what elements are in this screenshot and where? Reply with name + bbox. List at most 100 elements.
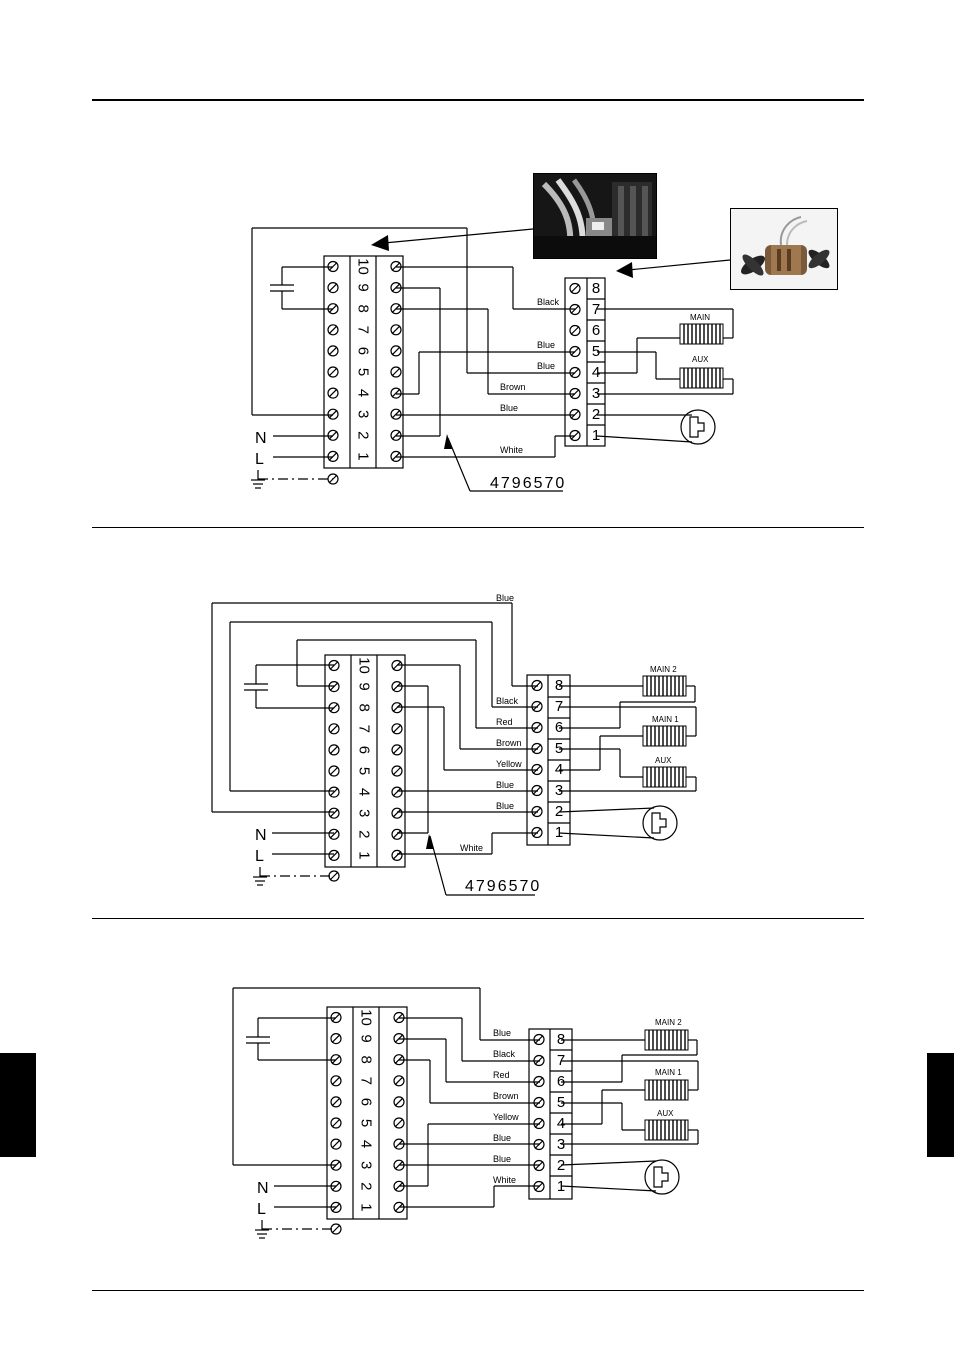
terminal-screw-slot [328, 388, 338, 398]
terminal-screw-slot [329, 808, 339, 818]
terminal-screw-slot [532, 702, 542, 711]
terminal-screw-icon [327, 345, 339, 357]
terminal-screw-icon [531, 784, 543, 797]
terminal-screw-icon [393, 1011, 405, 1024]
terminal-screw-icon [330, 1223, 342, 1235]
terminal-screw-icon [330, 1011, 342, 1024]
wire-label-blue: Blue [496, 801, 514, 811]
terminal-screw-slot [329, 787, 339, 797]
terminal-screw-slot [392, 682, 402, 692]
terminal-screw-slot [392, 766, 402, 776]
part-number: 4796570 [490, 475, 566, 492]
terminal-screw-icon [390, 260, 402, 273]
main-2-coil [642, 675, 687, 697]
fan-motor-photo [730, 208, 838, 290]
wire-label-blue: Blue [500, 403, 518, 413]
terminal-screw-slot [394, 1034, 404, 1044]
wire-label-black: Black [537, 297, 560, 307]
terminal-screw-slot [392, 850, 402, 860]
terminal-screw-icon [569, 366, 581, 379]
main-1-coil [642, 725, 687, 747]
terminal-screw-icon [328, 723, 340, 735]
terminal-screw-icon [533, 1117, 545, 1130]
terminal-number: 2 [355, 431, 372, 439]
wire-label-blue: Blue [493, 1133, 511, 1143]
wire-label-black: Black [496, 696, 519, 706]
terminal-screw-slot [331, 1055, 341, 1065]
terminal-screw-slot [391, 430, 401, 440]
terminal-screw-slot [391, 262, 401, 271]
terminal-screw-slot [328, 430, 338, 440]
terminal-number: 8 [358, 1056, 375, 1064]
terminal-screw-icon [390, 282, 402, 294]
terminal-screw-icon [533, 1054, 545, 1067]
terminal-screw-slot [331, 1118, 341, 1128]
motor-terminal-number: 6 [557, 1073, 565, 1090]
motor-terminal-number: 5 [592, 343, 600, 360]
neutral-label: N [255, 827, 267, 844]
terminal-screw-slot [534, 1077, 544, 1086]
terminal-screw-icon [393, 1138, 405, 1150]
terminal-screw-slot [534, 1140, 544, 1149]
neutral-label: N [257, 1180, 269, 1197]
wire-label-brown: Brown [496, 738, 522, 748]
terminal-screw-slot [570, 431, 580, 440]
terminal-screw-icon [533, 1159, 545, 1172]
terminal-screw-icon [393, 1096, 405, 1108]
terminal-screw-slot [331, 1160, 341, 1170]
main-1-coil [644, 1079, 689, 1101]
terminal-number: 8 [356, 704, 373, 712]
terminal-screw-icon [391, 680, 403, 693]
terminal-screw-slot [532, 681, 542, 690]
terminal-screw-icon [531, 742, 543, 755]
terminal-screw-slot [570, 347, 580, 356]
terminal-screw-icon [330, 1096, 342, 1108]
terminal-screw-slot [394, 1118, 404, 1128]
terminal-number: 3 [356, 809, 373, 817]
terminal-number: 1 [358, 1203, 375, 1211]
terminal-screw-slot [391, 451, 401, 461]
motor-terminal-number: 8 [592, 280, 600, 297]
terminal-screw-slot [328, 451, 338, 461]
part-number: 4796570 [465, 878, 541, 895]
terminal-screw-slot [534, 1056, 544, 1065]
terminal-screw-icon [330, 1032, 342, 1045]
terminal-screw-slot [331, 1181, 341, 1191]
terminal-number: 7 [356, 725, 373, 733]
terminal-screw-icon [393, 1075, 405, 1087]
terminal-screw-icon [390, 303, 402, 315]
terminal-number: 6 [355, 347, 372, 355]
terminal-screw-slot [532, 723, 542, 732]
section-divider-1 [92, 527, 864, 528]
terminal-screw-slot [392, 724, 402, 734]
terminal-screw-icon [328, 765, 340, 777]
terminal-screw-slot [394, 1097, 404, 1107]
terminal-screw-icon [328, 828, 340, 840]
terminal-number: 7 [355, 326, 372, 334]
terminal-screw-slot [394, 1055, 404, 1065]
terminal-screw-icon [330, 1075, 342, 1087]
terminal-screw-slot [328, 283, 338, 293]
terminal-screw-slot [391, 409, 401, 419]
wire-label-white: White [493, 1175, 516, 1185]
terminal-screw-icon [327, 408, 339, 420]
motor-terminal-number: 3 [555, 782, 563, 799]
motor-terminal-number: 3 [592, 385, 600, 402]
terminal-screw-icon [391, 786, 403, 798]
terminal-screw-slot [534, 1119, 544, 1128]
terminal-number: 2 [358, 1182, 375, 1190]
terminal-screw-slot [532, 765, 542, 774]
terminal-screw-slot [394, 1160, 404, 1170]
terminal-number: 5 [358, 1119, 375, 1127]
diagram-1-screws [327, 260, 581, 485]
terminal-screw-icon [327, 387, 339, 399]
terminal-screw-icon [531, 805, 543, 818]
wire-label-white: White [500, 445, 523, 455]
terminal-screw-slot [329, 850, 339, 860]
terminal-screw-slot [329, 829, 339, 839]
terminal-screw-slot [328, 262, 338, 271]
terminal-screw-icon [390, 366, 402, 378]
